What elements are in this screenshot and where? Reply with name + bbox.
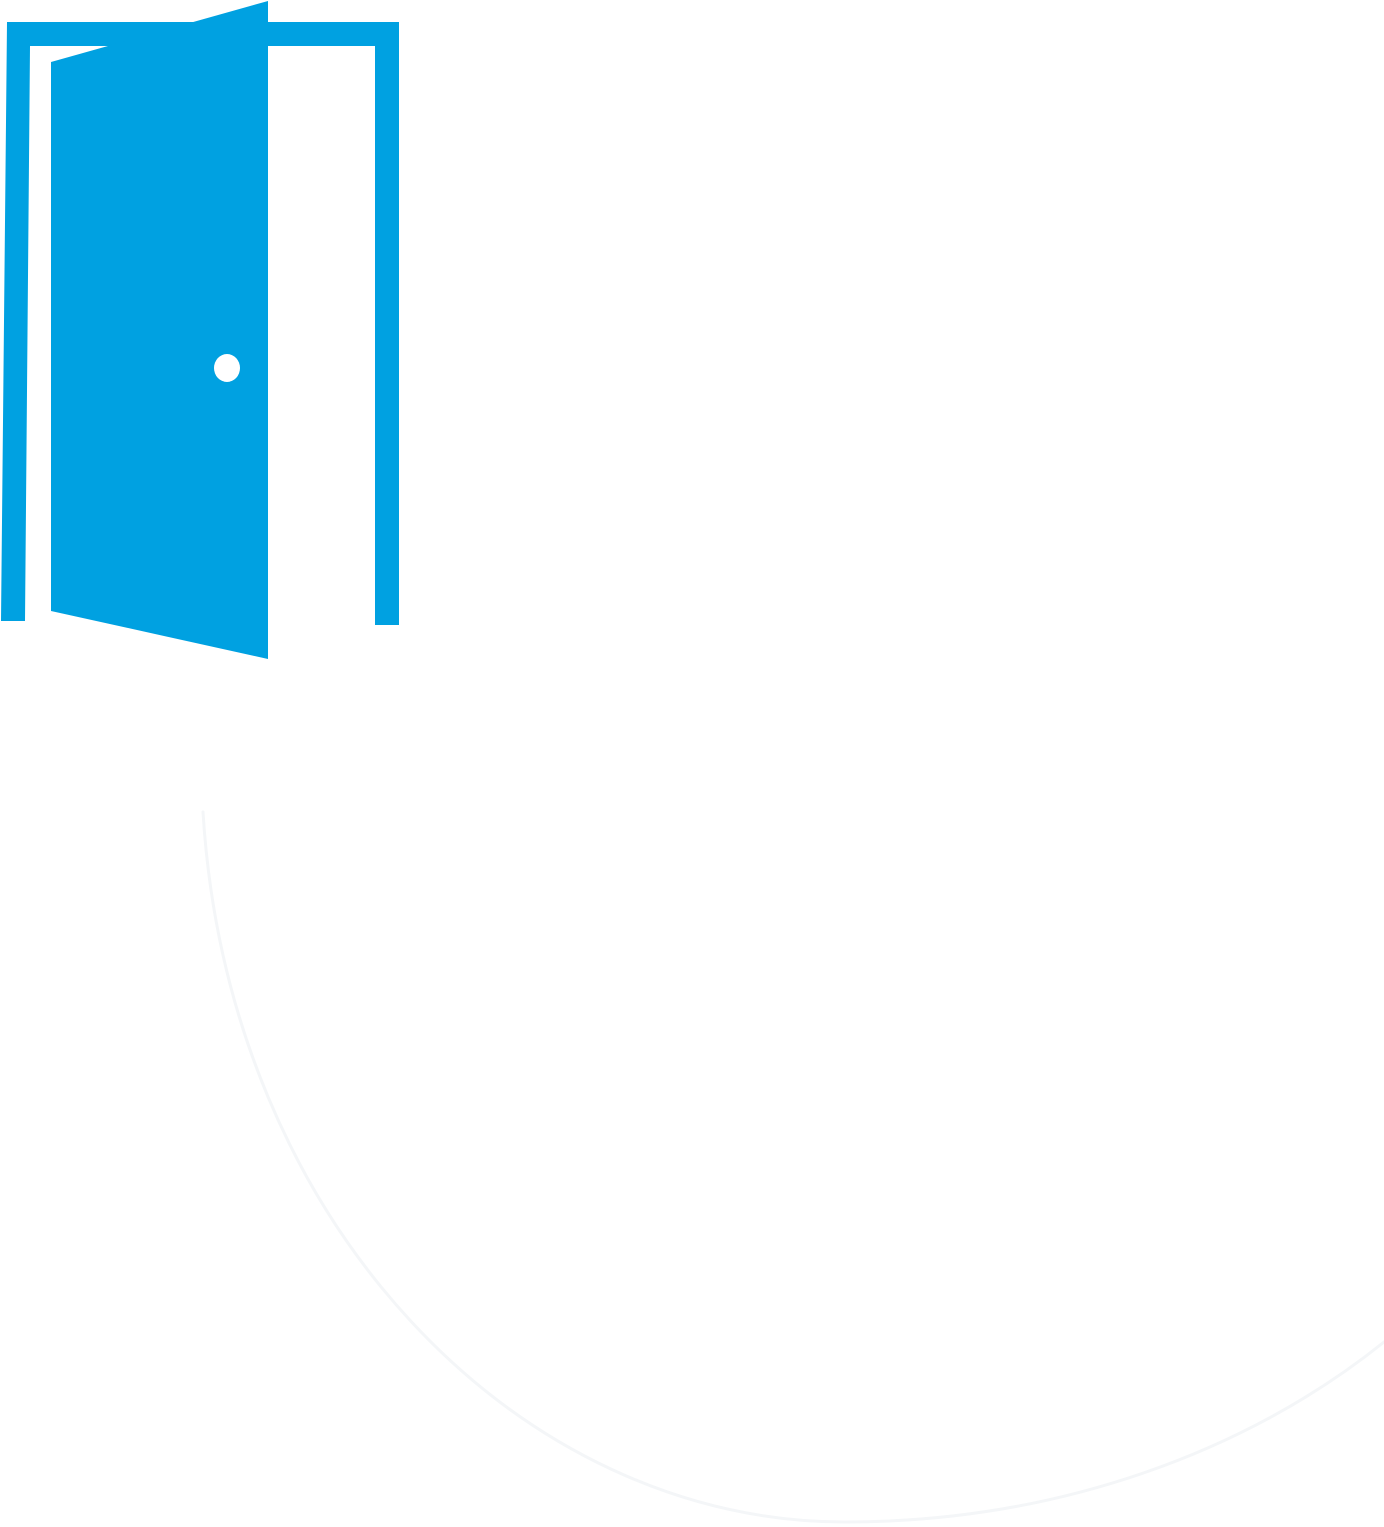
door-knob xyxy=(214,354,240,382)
open-door-icon xyxy=(1,1,399,659)
background-arc xyxy=(201,810,1384,1524)
door-panel xyxy=(51,1,268,659)
